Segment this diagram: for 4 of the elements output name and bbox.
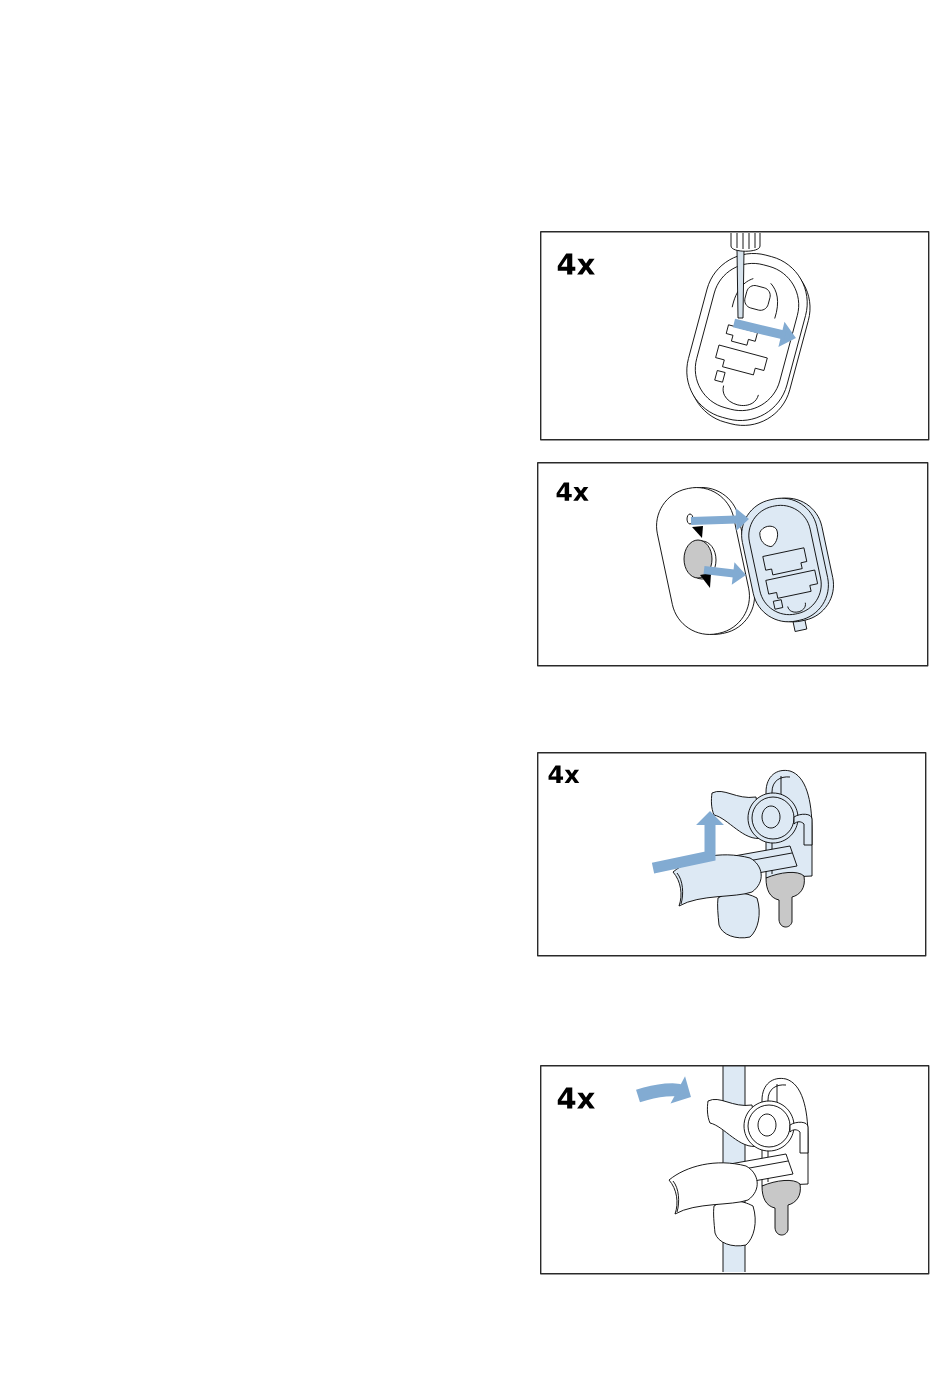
step-panel: 4x <box>540 231 930 441</box>
step-panel: 4x <box>540 1065 930 1275</box>
step-panel: 4x <box>537 752 927 957</box>
step-panel: 4x <box>537 462 929 667</box>
